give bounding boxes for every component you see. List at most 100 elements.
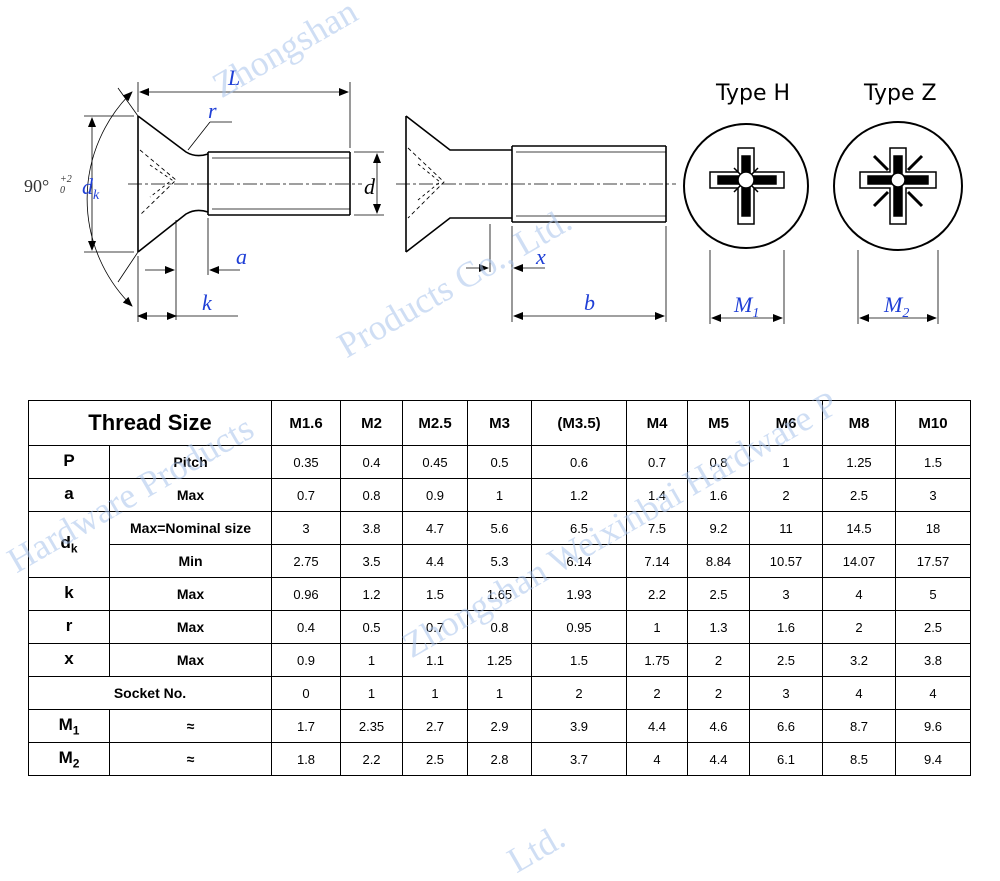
watermark-5: Ltd. <box>500 816 572 881</box>
value-cell: 9.4 <box>896 743 971 776</box>
value-cell: 2.7 <box>403 710 468 743</box>
size-header-cell: M2 <box>341 401 403 446</box>
value-cell: 8.5 <box>823 743 896 776</box>
value-cell: 0.7 <box>627 446 688 479</box>
value-cell: 2 <box>532 677 627 710</box>
value-cell: 2 <box>627 677 688 710</box>
value-cell: 0.4 <box>341 446 403 479</box>
value-cell: 7.14 <box>627 545 688 578</box>
row-name: P <box>63 451 74 470</box>
value-cell: 0.8 <box>468 611 532 644</box>
value-cell: 1 <box>341 677 403 710</box>
value-cell: 2.2 <box>341 743 403 776</box>
value-cell: 6.5 <box>532 512 627 545</box>
value-cell: 3.5 <box>341 545 403 578</box>
size-header-cell: M3 <box>468 401 532 446</box>
row-name: M <box>59 715 73 734</box>
row-name-cell: r <box>29 611 110 644</box>
value-cell: 3 <box>750 677 823 710</box>
value-cell: 2.5 <box>823 479 896 512</box>
value-cell: 1 <box>468 677 532 710</box>
dim-m2-label: M2 <box>883 292 909 321</box>
value-cell: 0.8 <box>688 446 750 479</box>
row-name: x <box>64 649 73 668</box>
row-name-sub: k <box>71 542 78 556</box>
value-cell: 3 <box>896 479 971 512</box>
value-cell: 3.8 <box>341 512 403 545</box>
row-name-cell: P <box>29 446 110 479</box>
value-cell: 3 <box>750 578 823 611</box>
value-cell: 2 <box>688 677 750 710</box>
screw-side-view-2 <box>396 116 676 252</box>
value-cell: 2.9 <box>468 710 532 743</box>
value-cell: 18 <box>896 512 971 545</box>
value-cell: 3.2 <box>823 644 896 677</box>
screw-side-view-1 <box>128 116 362 252</box>
value-cell: 4.4 <box>403 545 468 578</box>
value-cell: 4.4 <box>627 710 688 743</box>
dim-k-label: k <box>202 290 213 315</box>
value-cell: 5.3 <box>468 545 532 578</box>
value-cell: 17.57 <box>896 545 971 578</box>
row-label-cell: ≈ <box>110 743 272 776</box>
value-cell: 0.96 <box>272 578 341 611</box>
value-cell: 1.6 <box>750 611 823 644</box>
value-cell: 0.5 <box>341 611 403 644</box>
value-cell: 1.5 <box>896 446 971 479</box>
value-cell: 1 <box>468 479 532 512</box>
size-header-cell: M6 <box>750 401 823 446</box>
screw-drawing: L r 90° +2 0 dk d a k x b Type H <box>0 0 1000 390</box>
value-cell: 0.7 <box>272 479 341 512</box>
dimension-lines-1 <box>84 82 384 322</box>
value-cell: 0.6 <box>532 446 627 479</box>
value-cell: 6.6 <box>750 710 823 743</box>
dim-x-label: x <box>535 244 546 269</box>
value-cell: 8.7 <box>823 710 896 743</box>
row-name-cell: dk <box>29 512 110 578</box>
value-cell: 4 <box>823 677 896 710</box>
value-cell: 0.35 <box>272 446 341 479</box>
value-cell: 2.5 <box>750 644 823 677</box>
dim-a-label: a <box>236 244 247 269</box>
row-name-sub: 2 <box>73 756 80 770</box>
dim-m1-label: M1 <box>733 292 759 321</box>
row-label-cell: Min <box>110 545 272 578</box>
row-name: k <box>64 583 73 602</box>
row-name-cell: M1 <box>29 710 110 743</box>
value-cell: 9.6 <box>896 710 971 743</box>
dim-b-label: b <box>584 290 595 315</box>
row-name-cell: k <box>29 578 110 611</box>
value-cell: 1.6 <box>688 479 750 512</box>
value-cell: 14.5 <box>823 512 896 545</box>
value-cell: 4 <box>896 677 971 710</box>
value-cell: 7.5 <box>627 512 688 545</box>
value-cell: 14.07 <box>823 545 896 578</box>
value-cell: 1.2 <box>532 479 627 512</box>
value-cell: 2 <box>823 611 896 644</box>
value-cell: 1.7 <box>272 710 341 743</box>
row-label-cell: Max <box>110 578 272 611</box>
value-cell: 9.2 <box>688 512 750 545</box>
table-title: Thread Size <box>29 401 272 446</box>
value-cell: 1.25 <box>468 644 532 677</box>
value-cell: 2.35 <box>341 710 403 743</box>
type-z-recess: Type Z M2 <box>834 81 962 324</box>
size-header-cell: (M3.5) <box>532 401 627 446</box>
value-cell: 11 <box>750 512 823 545</box>
value-cell: 1.93 <box>532 578 627 611</box>
value-cell: 0.9 <box>403 479 468 512</box>
value-cell: 1.1 <box>403 644 468 677</box>
row-name-cell: x <box>29 644 110 677</box>
value-cell: 0.7 <box>403 611 468 644</box>
size-header-cell: M2.5 <box>403 401 468 446</box>
value-cell: 0.8 <box>341 479 403 512</box>
value-cell: 5 <box>896 578 971 611</box>
value-cell: 2.75 <box>272 545 341 578</box>
value-cell: 0.95 <box>532 611 627 644</box>
